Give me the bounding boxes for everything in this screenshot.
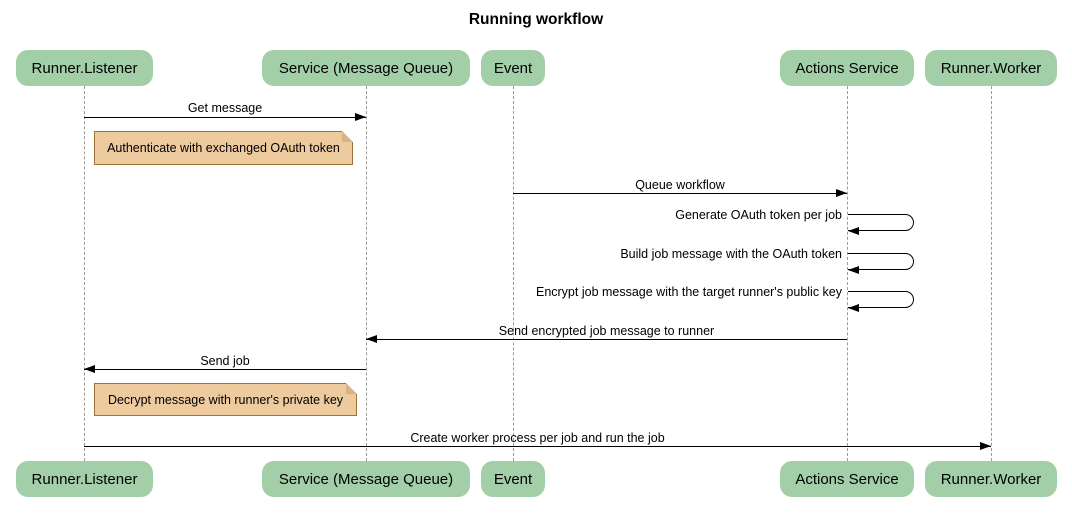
message-line-send-job bbox=[84, 369, 366, 370]
message-label-get-message: Get message bbox=[187, 101, 263, 115]
lifeline-service-message-queue bbox=[365, 86, 367, 461]
message-line-queue-workflow bbox=[513, 193, 847, 194]
message-label-generate-oauth-token: Generate OAuth token per job bbox=[675, 208, 842, 222]
diagram-title: Running workflow bbox=[468, 11, 604, 28]
message-line-get-message bbox=[84, 117, 366, 118]
actor-box-actions-service-top: Actions Service bbox=[780, 50, 914, 86]
self-loop-encrypt-job-message bbox=[848, 291, 914, 308]
self-loop-build-job-message bbox=[848, 253, 914, 270]
arrowhead-right-icon bbox=[980, 442, 991, 450]
message-label-send-encrypted-job: Send encrypted job message to runner bbox=[498, 324, 715, 338]
arrowhead-left-icon bbox=[848, 265, 859, 274]
actor-box-service-message-queue-bottom: Service (Message Queue) bbox=[262, 461, 470, 497]
arrowhead-left-icon bbox=[848, 303, 859, 312]
message-line-create-worker-process bbox=[84, 446, 991, 447]
message-line-send-encrypted-job bbox=[366, 339, 847, 340]
actor-box-actions-service-bottom: Actions Service bbox=[780, 461, 914, 497]
lifeline-actions-service bbox=[846, 86, 848, 461]
message-label-queue-workflow: Queue workflow bbox=[635, 178, 725, 192]
actor-box-event-bottom: Event bbox=[481, 461, 545, 497]
arrowhead-left-icon bbox=[366, 335, 377, 343]
actor-box-event-top: Event bbox=[481, 50, 545, 86]
message-label-send-job: Send job bbox=[200, 354, 250, 368]
actor-box-runner-worker-bottom: Runner.Worker bbox=[925, 461, 1057, 497]
arrowhead-left-icon bbox=[848, 226, 859, 235]
self-loop-generate-oauth-token bbox=[848, 214, 914, 231]
arrowhead-right-icon bbox=[355, 113, 366, 121]
arrowhead-left-icon bbox=[84, 365, 95, 373]
message-label-create-worker-process: Create worker process per job and run th… bbox=[410, 431, 665, 445]
actor-box-runner-worker-top: Runner.Worker bbox=[925, 50, 1057, 86]
note-decrypt: Decrypt message with runner's private ke… bbox=[94, 383, 357, 416]
actor-box-runner-listener-bottom: Runner.Listener bbox=[16, 461, 153, 497]
message-label-build-job-message: Build job message with the OAuth token bbox=[620, 247, 842, 261]
lifeline-event bbox=[512, 86, 514, 461]
lifeline-runner-worker bbox=[990, 86, 992, 461]
arrowhead-right-icon bbox=[836, 189, 847, 197]
actor-box-service-message-queue-top: Service (Message Queue) bbox=[262, 50, 470, 86]
lifeline-runner-listener bbox=[83, 86, 85, 461]
note-authenticate: Authenticate with exchanged OAuth token bbox=[94, 131, 353, 165]
message-label-encrypt-job-message: Encrypt job message with the target runn… bbox=[535, 285, 842, 299]
actor-box-runner-listener-top: Runner.Listener bbox=[16, 50, 153, 86]
